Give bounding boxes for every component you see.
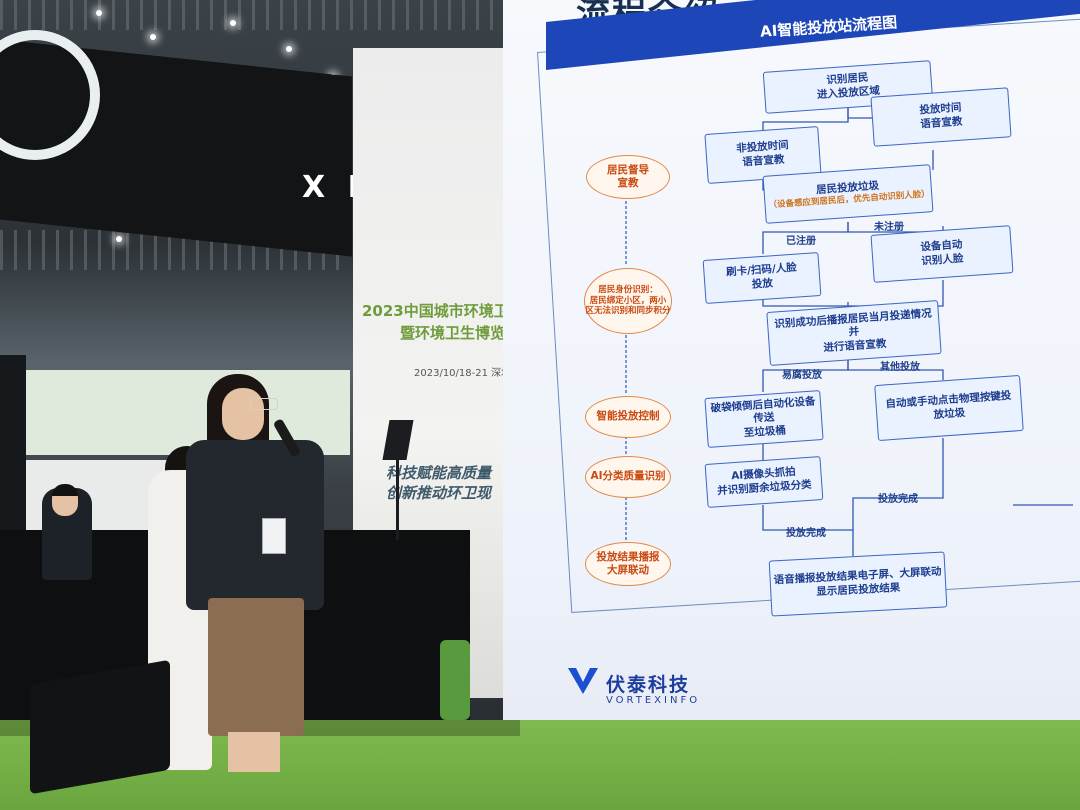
ceiling-light [150,34,156,40]
banner-slogan-line1: 科技赋能高质量 [386,464,492,482]
edge-other: 其他投放 [880,362,920,373]
banner-title-line2: 暨环境卫生博览 [400,324,506,342]
lane-ai-quality: AI分类质量识别 [585,456,671,498]
lanyard-badge [262,518,286,554]
box-manual-button: 自动或手动点击物理按键投放垃圾 [874,374,1024,442]
man-hair [52,484,78,496]
box-card-scan-face: 刷卡/扫码/人脸投放 [702,252,822,304]
box-ai-camera: AI摄像头抓拍并识别厨余垃圾分类 [704,456,824,508]
ceiling-light [230,20,236,26]
company-name: 伏泰科技 [606,674,691,696]
green-bin [440,640,470,720]
light-stand [396,460,399,540]
company-name-en: VORTEXINFO [606,695,701,706]
ceiling-light [116,236,122,242]
ceiling-truss [0,0,500,30]
lane-identity: 居民身份识别：居民绑定小区，两小区无法识别和同步积分 [584,268,672,334]
edge-easy-rot: 易腐投放 [782,370,822,381]
banner-slogan-line2: 创新推动环卫现 [386,484,492,502]
speaker-shirt [186,440,324,610]
box-result-broadcast: 语音播报投放结果电子屏、大屏联动显示居民投放结果 [768,551,948,617]
ceiling-light [286,46,292,52]
box-drop-time: 投放时间语音宣教 [870,87,1012,147]
edge-unregistered: 未注册 [874,222,904,233]
speaker-legs [228,732,280,772]
edge-done-left: 投放完成 [786,528,826,539]
lane-broadcast: 投放结果播报大屏联动 [585,542,671,586]
box-auto-face: 设备自动识别人脸 [870,225,1014,283]
banner-title-line1: 2023中国城市环境卫生 [362,302,524,320]
banner-date: 2023/10/18-21 深圳 [414,368,512,379]
vortex-v-icon [568,668,598,694]
lane-control: 智能投放控制 [585,396,671,438]
lane-supervision: 居民督导宣教 [586,155,670,199]
ceiling-light [96,10,102,16]
speaker-skirt [208,598,304,736]
speaker-glasses [250,398,278,410]
box-bag-breaking: 破袋倾倒后自动化设备传送至垃圾桶 [704,390,824,448]
edge-registered: 已注册 [786,236,816,247]
brand-logo [0,30,100,160]
speaker-face [222,388,264,440]
edge-done-right: 投放完成 [878,494,918,505]
